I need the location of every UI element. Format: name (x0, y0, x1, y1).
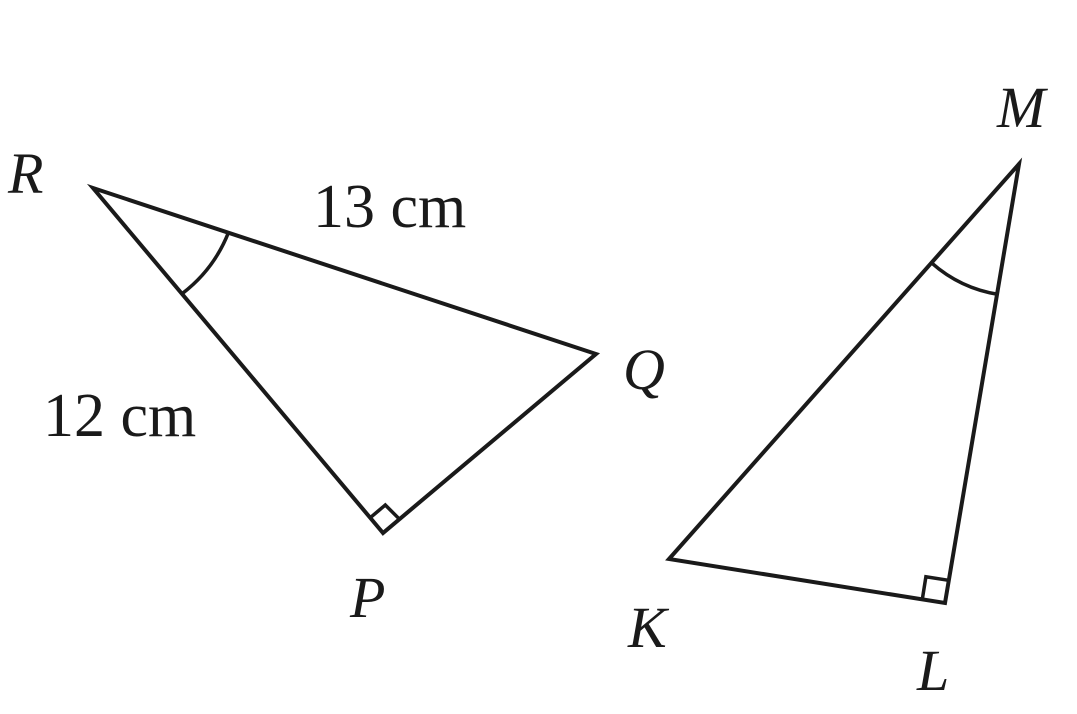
triangle-mkl (665, 157, 1023, 606)
triangle-mkl-outline (665, 157, 1023, 606)
vertex-label-r: R (7, 141, 43, 206)
right-angle-mark-l (920, 574, 949, 600)
vertex-label-q: Q (623, 337, 665, 402)
vertex-label-m: M (996, 75, 1048, 140)
right-angle-mark-p (368, 502, 402, 522)
angle-mark-r (181, 232, 231, 295)
triangle-rqp (86, 183, 601, 536)
angle-mark-m (930, 261, 999, 297)
vertex-label-p: P (349, 565, 385, 630)
side-label-rq: 13 cm (313, 173, 466, 241)
vertex-label-l: L (916, 638, 949, 703)
side-label-rp: 12 cm (43, 382, 196, 450)
triangle-rqp-outline (86, 183, 601, 536)
vertex-label-k: K (627, 595, 670, 660)
